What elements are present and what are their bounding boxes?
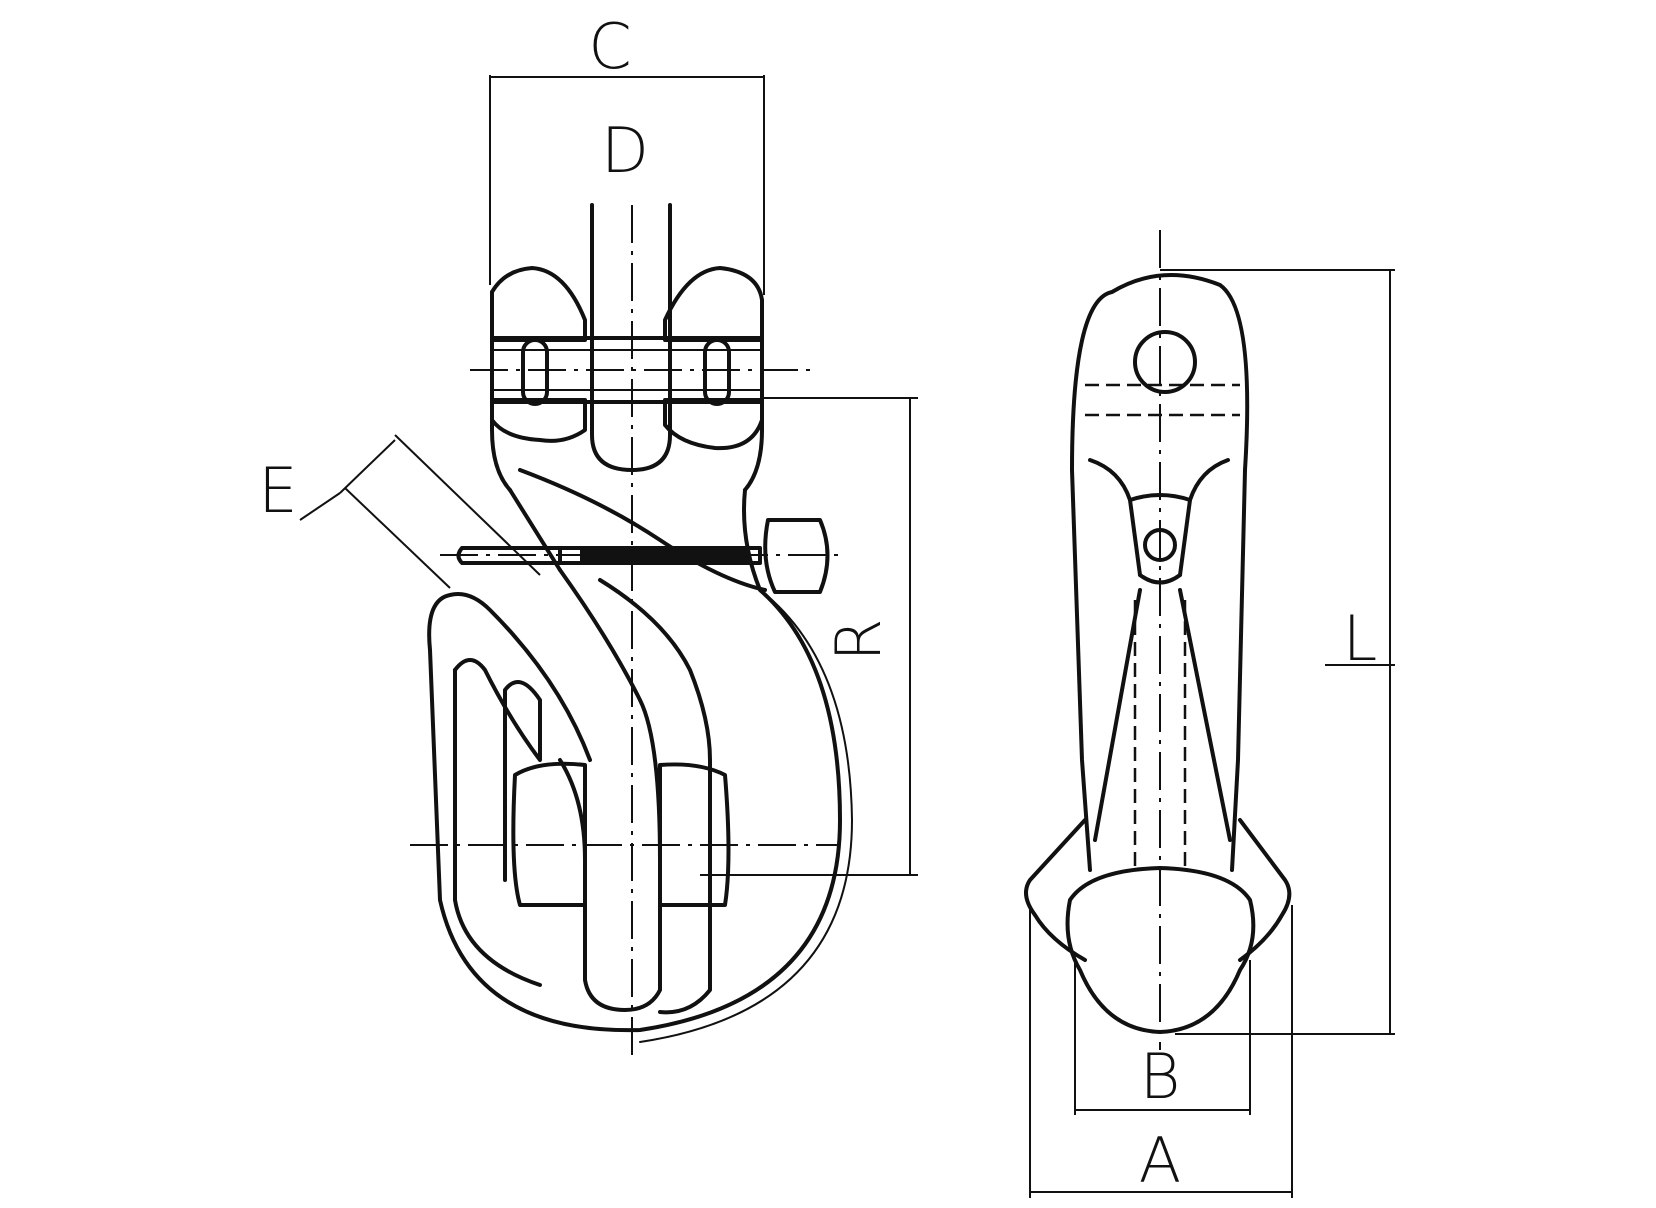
clevis-body-outline [490, 290, 512, 492]
side-lower-wings [1024, 818, 1292, 962]
pin-thread [580, 549, 750, 563]
hook-shank [558, 568, 662, 1012]
dimension-b-label: B [1140, 1040, 1181, 1113]
dimension-e-line [339, 439, 396, 494]
side-shank-outline [1070, 468, 1247, 872]
clevis-left-lower-section [490, 398, 587, 443]
dimension-l-label: L [1343, 602, 1378, 675]
dimension-d-label: D [601, 114, 649, 187]
dimension-a-label: A [1139, 1124, 1181, 1197]
throat-block [511, 761, 587, 907]
clevis-right-section [663, 266, 764, 342]
side-eye-outline [1070, 273, 1250, 472]
dimension-e-label: E [258, 454, 297, 527]
side-eye-hole [1133, 330, 1197, 394]
pin-roller-right [703, 338, 731, 406]
clevis-right-lower-section [663, 398, 764, 451]
front-view: C D R E [258, 10, 918, 1055]
side-view: L B A [1024, 230, 1395, 1198]
clevis-left-section [490, 266, 587, 342]
dimension-r-label: R [822, 618, 895, 661]
pin-roller-left [521, 338, 549, 406]
hook-outer-outline [427, 488, 842, 1033]
dimension-c-label: C [588, 10, 631, 83]
pin-head [763, 518, 830, 594]
hook-tip [453, 658, 542, 882]
